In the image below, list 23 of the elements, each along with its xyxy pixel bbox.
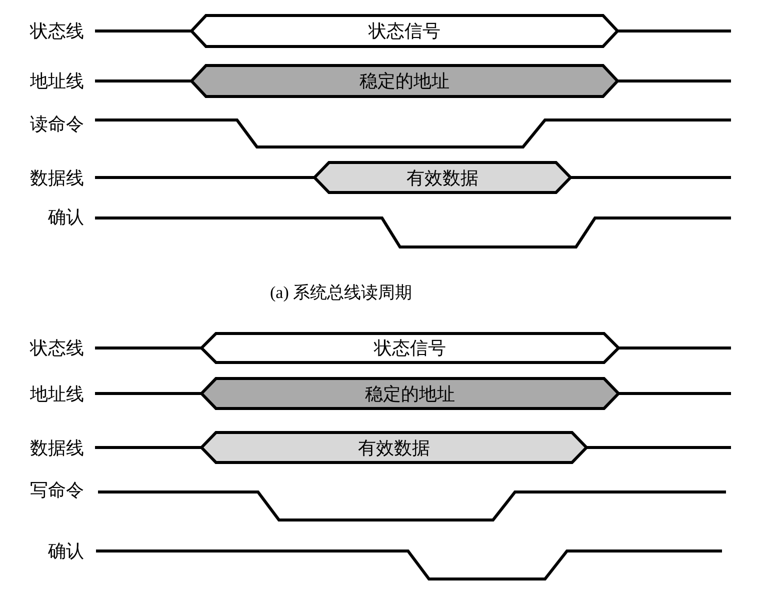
- bus-signal-trace: [95, 431, 731, 464]
- signal-name: 数据线: [30, 168, 84, 188]
- signal-name: 地址线: [30, 71, 84, 91]
- bus-signal-trace: [95, 377, 731, 410]
- bus-signal-trace: [95, 161, 731, 194]
- bus-value: 稳定的地址: [360, 71, 450, 91]
- bus-value: 有效数据: [358, 438, 430, 458]
- signal-name: 确认: [48, 207, 84, 227]
- bus-signal-trace: [95, 332, 731, 364]
- signal-name: 状态线: [30, 21, 84, 41]
- signal-name: 写命令: [30, 480, 84, 500]
- signal-name: 读命令: [30, 114, 84, 134]
- signal-name: 数据线: [30, 438, 84, 458]
- bus-value: 有效数据: [406, 168, 478, 188]
- bus-value: 状态信号: [374, 338, 446, 358]
- signal-name: 地址线: [30, 384, 84, 404]
- signal-name: 状态线: [30, 338, 84, 358]
- bus-signal-trace: [95, 14, 731, 48]
- signal-name: 确认: [48, 541, 84, 561]
- bus-value: 状态信号: [368, 21, 440, 41]
- bus-signal-trace: [95, 64, 731, 98]
- figure-caption: (a) 系统总线读周期: [270, 283, 412, 303]
- bus-value: 稳定的地址: [365, 384, 455, 404]
